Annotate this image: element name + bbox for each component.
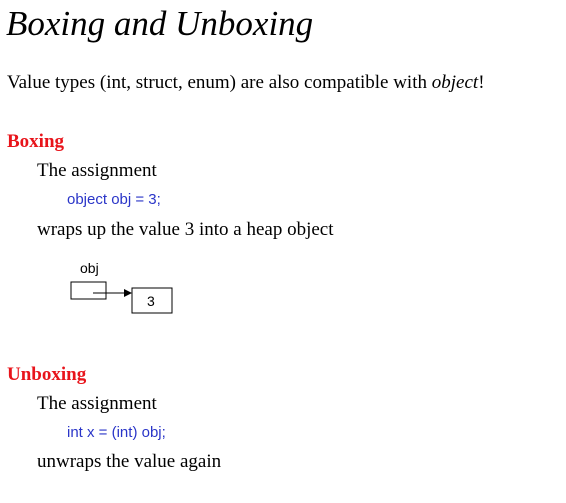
unboxing-explanation: unwraps the value again [37,451,222,472]
boxing-diagram: obj 3 [70,260,173,314]
boxing-heading: Boxing [7,131,65,152]
heap-object-box [131,287,173,314]
boxing-code: object obj = 3; [67,191,161,208]
slide-title: Boxing and Unboxing [6,4,314,43]
intro-text-before: Value types (int, struct, enum) are also… [7,72,432,93]
heap-object-value: 3 [147,293,155,309]
arrow-head [124,289,132,297]
variable-box [70,281,107,300]
unboxing-heading: Unboxing [7,364,87,385]
intro-text: Value types (int, struct, enum) are also… [7,71,485,95]
boxing-lead: The assignment [37,160,157,181]
diagram-variable-label: obj [80,260,99,276]
intro-text-after: ! [478,72,485,93]
intro-text-emphasis: object [431,72,479,93]
boxing-explanation: wraps up the value 3 into a heap object [37,219,334,240]
unboxing-lead: The assignment [37,393,157,414]
unboxing-code: int x = (int) obj; [67,424,166,441]
